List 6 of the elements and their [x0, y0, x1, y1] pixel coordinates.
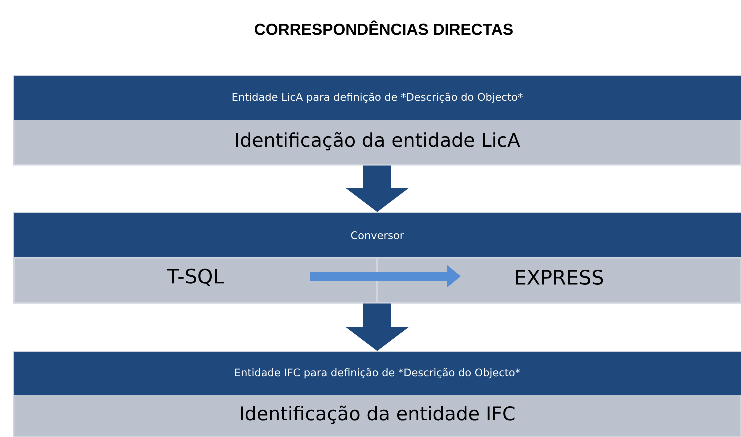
body-label: Identificação da entidade LicA — [236, 132, 520, 151]
band-label: T-SQL — [167, 268, 224, 286]
header-band: Entidade LicA para definição de *Descrição do Objecto* — [14, 76, 741, 120]
band-label: EXPRESS — [516, 270, 604, 286]
title: CORRESPONDÊNCIAS DIRECTAS — [255, 20, 513, 36]
body-label: Identificação da entidade IFC — [241, 406, 515, 424]
